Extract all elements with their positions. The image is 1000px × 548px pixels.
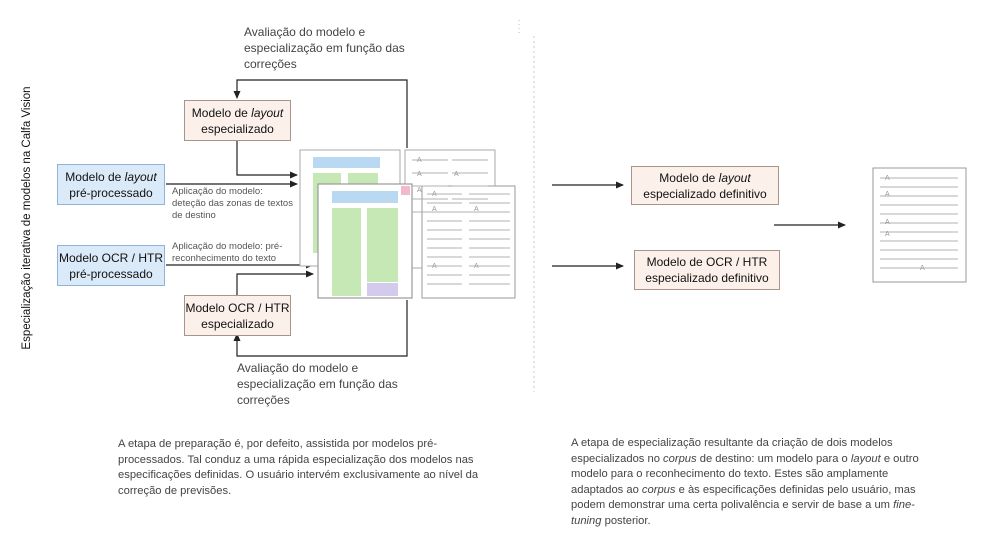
glyph-letter: A	[885, 191, 890, 198]
ocr-final-box: Modelo de OCR / HTR especializado defini…	[634, 250, 780, 290]
glyph-letter: A	[454, 171, 459, 178]
glyph-letter: A	[885, 219, 890, 226]
ocr-preprocessed-box: Modelo OCR / HTR pré-processado	[57, 245, 165, 286]
left-paragraph: A etapa de preparação é, por defeito, as…	[118, 438, 479, 497]
glyph-letter: A	[885, 231, 890, 238]
glyph-letter: A	[417, 157, 422, 164]
ocr-specialized-box: Modelo OCR / HTR especializado	[184, 295, 291, 336]
text-document-front	[421, 185, 516, 299]
apply-ocr-caption: Aplicação do modelo: pré- reconhecimento…	[172, 241, 283, 264]
layout-preprocessed-box: Modelo de layout pré-processado	[57, 164, 165, 205]
glyph-letter: A	[417, 171, 422, 178]
arrow-ocr-spec-to-doc	[236, 270, 314, 295]
bottom-feedback-caption: Avaliação do modelo e especialização em …	[237, 361, 398, 407]
layout-specialized-box: Modelo de layout especializado	[184, 100, 291, 141]
glyph-letter: A	[432, 206, 437, 213]
glyph-letter: A	[920, 265, 925, 272]
glyph-letter: A	[432, 263, 437, 270]
layout-final-box: Modelo de layout especializado definitiv…	[631, 166, 779, 205]
feedback-arrow-bottom	[233, 300, 408, 357]
glyph-letter: A	[432, 191, 437, 198]
glyph-letter: A	[474, 206, 479, 213]
glyph-letter: A	[474, 263, 479, 270]
glyph-letter: A	[417, 187, 422, 194]
segmented-document-front	[317, 183, 413, 299]
arrow-layout-spec-to-doc	[236, 141, 298, 179]
apply-layout-caption: Aplicação do modelo: deteção das zonas d…	[172, 186, 293, 221]
glyph-letter: A	[885, 175, 890, 182]
top-feedback-caption: Avaliação do modelo e especialização em …	[244, 25, 405, 71]
feedback-arrow-top	[233, 79, 408, 148]
right-paragraph: A etapa de especialização resultante da …	[571, 437, 919, 527]
